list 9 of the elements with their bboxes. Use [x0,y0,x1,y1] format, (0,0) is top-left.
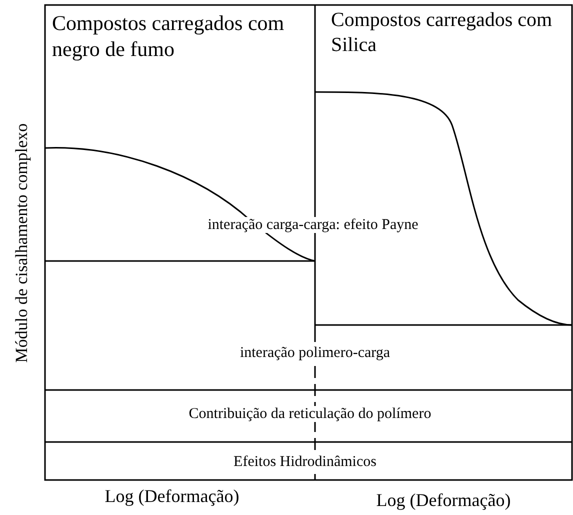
axis-label: Log (Deformação) [104,486,240,506]
axis-label: Módulo de cisalhamento complexo [12,123,32,363]
region-label: Efeitos Hidrodinâmicos [234,454,376,470]
panel-title: Compostos carregados com negro de fumo [52,11,284,62]
axis-label: Log (Deformação) [376,490,511,510]
region-label: Contribuição da reticulação do polímero [188,406,432,422]
panel-title: Compostos carregados com Silica [331,9,552,56]
region-label: interação polimero-carga [240,345,390,361]
region-label: interação carga-carga: efeito Payne [208,217,418,233]
